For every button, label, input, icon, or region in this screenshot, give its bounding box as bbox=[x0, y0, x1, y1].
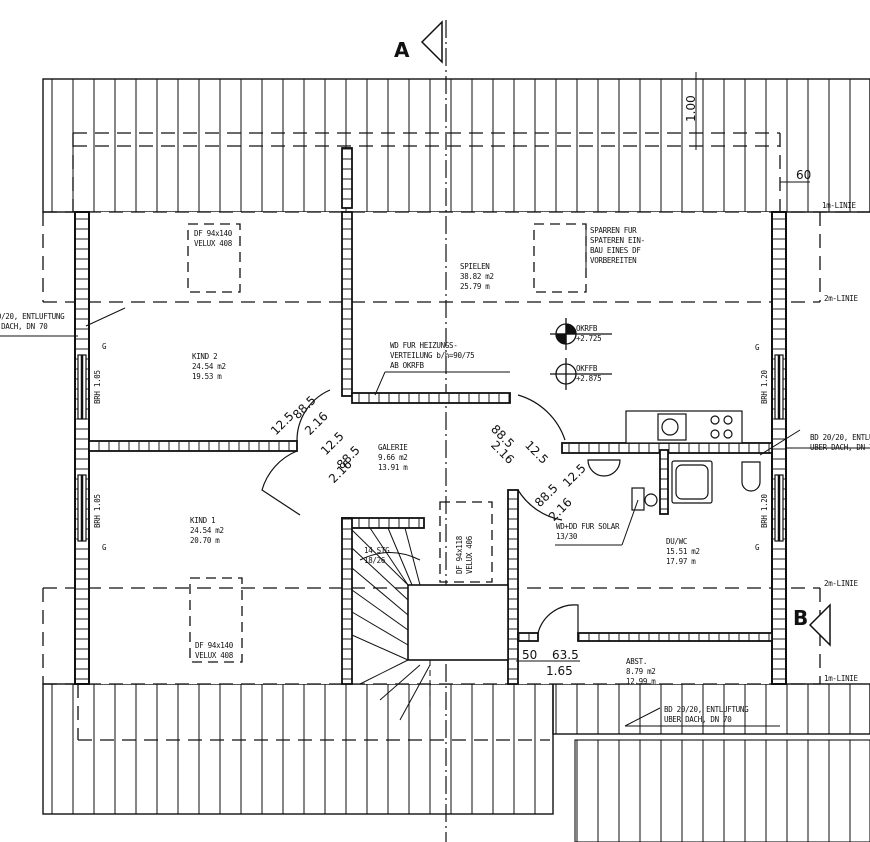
room-perimeter: 20.70 m bbox=[190, 536, 220, 545]
g-marker: G bbox=[102, 342, 107, 351]
window-brh-left-lower: BRH 1.05 bbox=[93, 494, 102, 528]
note-vent-left: BD 20/20, ENTLUFTUNG UBER DACH, DN 70 bbox=[0, 312, 65, 332]
room-area: 38.82 m2 bbox=[460, 272, 494, 281]
note-line: UBER DACH, DN 70 bbox=[810, 443, 870, 452]
room-name: KIND 1 bbox=[190, 516, 216, 525]
note-line: 18/26 bbox=[364, 556, 386, 565]
dashed-lines bbox=[42, 132, 870, 741]
note-line: UBER DACH, DN 70 bbox=[664, 715, 732, 724]
label-1m-line: 1m-LINIE bbox=[824, 674, 858, 683]
skylight-size: DF 94x140 bbox=[195, 641, 233, 650]
room-abst: ABST. 8.79 m2 12.99 m bbox=[626, 657, 656, 687]
note-sparren: SPARREN FUR SPATEREN EIN- BAU EINES DF V… bbox=[590, 226, 645, 266]
note-line: BD 20/20, ENTLUFTUNG bbox=[0, 312, 65, 321]
room-name: DU/WC bbox=[666, 537, 688, 546]
room-spielen: SPIELEN 38.82 m2 25.79 m bbox=[460, 262, 494, 292]
skylight-label-kind2: DF 94x140 VELUX 408 bbox=[194, 229, 232, 249]
skylight-size: DF 94x140 bbox=[194, 229, 232, 238]
leaders bbox=[0, 72, 870, 727]
level-value: +2.875 bbox=[576, 374, 602, 383]
section-marker-b: B bbox=[793, 606, 809, 630]
room-perimeter: 17.97 m bbox=[666, 557, 696, 566]
note-vent-right: BD 20/20, ENTLUFTUNG UBER DACH, DN 70 bbox=[810, 433, 870, 453]
note-stair: 14 STG 18/26 bbox=[364, 546, 390, 566]
note-line: SPARREN FUR bbox=[590, 226, 637, 235]
note-line: WD+DD FUR SOLAR bbox=[556, 522, 620, 531]
g-marker: G bbox=[755, 543, 760, 552]
room-area: 24.54 m2 bbox=[192, 362, 226, 371]
window-brh-right-upper: BRH 1.20 bbox=[760, 370, 769, 404]
kitchen-counter bbox=[625, 410, 743, 444]
level-markers bbox=[550, 318, 612, 390]
skylight-type: VELUX 406 bbox=[465, 536, 474, 574]
note-line: BAU EINES DF bbox=[590, 246, 641, 255]
note-line: VORBEREITEN bbox=[590, 256, 637, 265]
room-perimeter: 19.53 m bbox=[192, 372, 222, 381]
room-perimeter: 13.91 m bbox=[378, 463, 408, 472]
note-heizung: WD FUR HEIZUNGS- VERTEILUNG b/h=90/75 AB… bbox=[390, 341, 475, 371]
room-area: 15.51 m2 bbox=[666, 547, 700, 556]
note-line: 13/30 bbox=[556, 532, 578, 541]
dim-roof-height: 1.00 bbox=[684, 95, 698, 122]
level-value: +2.725 bbox=[576, 334, 602, 343]
room-name: KIND 2 bbox=[192, 352, 218, 361]
note-line: UBER DACH, DN 70 bbox=[0, 322, 48, 331]
label-2m-line: 2m-LINIE bbox=[824, 579, 858, 588]
room-perimeter: 12.99 m bbox=[626, 677, 656, 686]
staircase bbox=[351, 527, 509, 721]
room-kind1: KIND 1 24.54 m2 20.70 m bbox=[190, 516, 224, 546]
room-area: 9.66 m2 bbox=[378, 453, 408, 462]
skylight-type: VELUX 408 bbox=[195, 651, 233, 660]
note-line: VERTEILUNG b/h=90/75 bbox=[390, 351, 475, 360]
room-name: GALERIE bbox=[378, 443, 408, 452]
room-area: 24.54 m2 bbox=[190, 526, 224, 535]
room-perimeter: 25.79 m bbox=[460, 282, 490, 291]
g-marker: G bbox=[755, 343, 760, 352]
note-line: SPATEREN EIN- bbox=[590, 236, 645, 245]
level-label: OKFFB bbox=[576, 364, 598, 373]
exterior-walls bbox=[74, 211, 787, 685]
note-solar: WD+DD FUR SOLAR 13/30 bbox=[556, 522, 620, 542]
room-galerie: GALERIE 9.66 m2 13.91 m bbox=[378, 443, 408, 473]
door-swings bbox=[261, 389, 579, 634]
skylight-size: DF 94x118 bbox=[455, 536, 464, 574]
section-markers bbox=[420, 20, 831, 647]
room-area: 8.79 m2 bbox=[626, 667, 656, 676]
level-okrfb: OKRFB +2.725 bbox=[576, 324, 602, 344]
note-line: 14 STG bbox=[364, 546, 390, 555]
bathroom-fixtures bbox=[587, 459, 761, 511]
label-2m-line: 2m-LINIE bbox=[824, 294, 858, 303]
label-1m-line: 1m-LINIE bbox=[822, 201, 856, 210]
note-line: BD 20/20, ENTLUFTUNG bbox=[664, 705, 749, 714]
dim-abst-63-5: 63.5 bbox=[552, 648, 579, 662]
dim-abst-50: 50 bbox=[522, 648, 538, 662]
note-vent-bottom: BD 20/20, ENTLUFTUNG UBER DACH, DN 70 bbox=[664, 705, 749, 725]
interior-walls bbox=[88, 147, 773, 685]
level-label: OKRFB bbox=[576, 324, 598, 333]
skylight-type: VELUX 408 bbox=[194, 239, 232, 248]
note-line: AB OKRFB bbox=[390, 361, 424, 370]
dim-roof-overhang: 60 bbox=[796, 168, 812, 182]
level-okffb: OKFFB +2.875 bbox=[576, 364, 602, 384]
note-line: WD FUR HEIZUNGS- bbox=[390, 341, 458, 350]
room-name: SPIELEN bbox=[460, 262, 490, 271]
room-name: ABST. bbox=[626, 657, 648, 666]
room-kind2: KIND 2 24.54 m2 19.53 m bbox=[192, 352, 226, 382]
skylight-label-galerie: DF 94x118 VELUX 406 bbox=[455, 536, 475, 574]
room-du-wc: DU/WC 15.51 m2 17.97 m bbox=[666, 537, 700, 567]
note-line: BD 20/20, ENTLUFTUNG bbox=[810, 433, 870, 442]
skylight-label-kind1: DF 94x140 VELUX 408 bbox=[195, 641, 233, 661]
window-brh-left-upper: BRH 1.05 bbox=[93, 370, 102, 404]
section-marker-a: A bbox=[394, 38, 410, 62]
g-marker: G bbox=[102, 543, 107, 552]
window-brh-right-lower: BRH 1.20 bbox=[760, 494, 769, 528]
dim-abst-1-65: 1.65 bbox=[546, 664, 573, 678]
